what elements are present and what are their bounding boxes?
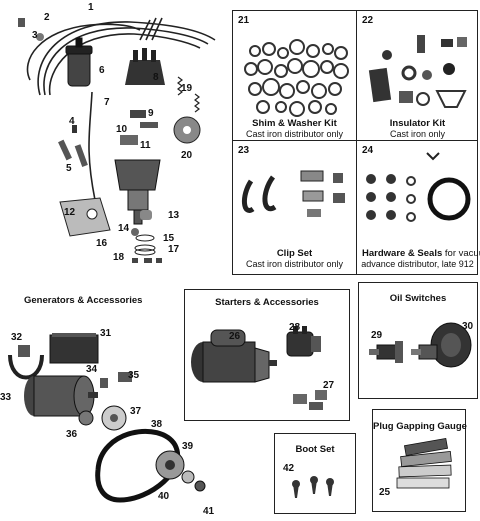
callout-27: 27 [323,380,335,391]
callout-8: 8 [153,72,159,83]
callout-25: 25 [379,487,391,498]
callout-2: 2 [44,12,50,23]
panel-insulator-kit: 22 Insulator Kit Cast iron only [357,11,478,140]
callout-17: 17 [168,244,180,255]
callout-28: 28 [289,322,301,333]
callout-18: 18 [113,252,125,263]
distributor-body [114,159,161,225]
distributor-exploded-diagram [18,17,216,263]
callout-20: 20 [181,150,193,161]
callout-29: 29 [371,330,383,341]
oil-switches-illustration [369,322,472,368]
callout-15: 15 [163,233,175,244]
panel-subtitle: advance distributor, late 912 [361,259,474,269]
panel-title: Insulator Kit [389,118,446,129]
panel-number: 24 [362,145,374,156]
callout-7: 7 [104,97,110,108]
callout-39: 39 [182,441,194,452]
callout-9: 9 [148,108,154,119]
hardware-illustration [366,152,471,222]
callout-3: 3 [32,30,38,41]
oil-switches-panel: Oil Switches 29 30 [358,282,478,399]
panel-number: 22 [362,15,374,26]
generators-section-title: Generators & Accessories [24,295,143,306]
clips-illustration [242,170,345,217]
generator-body [24,375,98,417]
callout-31: 31 [100,328,112,339]
callout-10: 10 [116,124,128,135]
mounting-plate [59,197,111,237]
panel-shim-washer-kit: 21 Shim & Washer Kit Cast iron distribut… [233,11,356,140]
insulators-illustration [368,35,467,108]
callout-6: 6 [99,65,105,76]
callout-26: 26 [229,331,241,342]
panel-subtitle: Cast iron distributor only [245,259,344,269]
callout-37: 37 [130,406,142,417]
panel-clip-set: 23 Clip Set Cast iron distributor only [233,141,356,275]
oil-switches-section-title: Oil Switches [389,293,447,304]
panel-title: Shim & Washer Kit [252,118,337,129]
ignition-coil [65,37,93,87]
callout-13: 13 [168,210,180,221]
callout-41: 41 [203,506,215,517]
callout-35: 35 [128,370,140,381]
callout-12: 12 [64,207,76,218]
callout-33: 33 [0,392,12,403]
plug-gauge-section-title: Plug Gapping Gauge [373,421,467,432]
oil-switch-large [411,322,472,368]
callout-36: 36 [66,429,78,440]
panel-subtitle: Cast iron distributor only [245,129,344,139]
callout-42: 42 [283,463,295,474]
panel-title-line: Hardware & Seals for vacuum [362,248,480,259]
starters-section-title: Starters & Accessories [215,297,319,308]
distributor-cap [125,48,165,85]
boot-set-section-title: Boot Set [295,444,335,455]
washers-illustration [244,39,349,117]
callout-14: 14 [118,223,130,234]
starter-illustration [191,326,327,410]
callout-40: 40 [158,491,170,502]
callout-16: 16 [96,238,108,249]
generators-diagram [8,333,206,503]
panel-number: 23 [238,145,250,156]
boot-set-illustration [292,476,334,498]
starters-panel: Starters & Accessories 26 28 27 [184,289,350,421]
callout-34: 34 [86,364,98,375]
starter-motor [191,329,277,383]
plug-gauge-illustration [396,437,452,489]
callout-19: 19 [181,83,193,94]
panel-subtitle: Cast iron only [389,129,446,139]
callout-11: 11 [140,140,151,151]
panel-hardware-seals: 24 Hardware & Seals for vacuum advance d… [357,141,480,275]
callout-32: 32 [11,332,23,343]
callout-1: 1 [88,2,94,13]
grid-divider-horizontal [232,140,478,141]
grid-divider-vertical [356,10,357,275]
callout-30: 30 [462,321,474,332]
panel-subtitle-inline: for vacuum [444,248,480,259]
boot-set-panel: Boot Set 42 [274,433,356,514]
callout-38: 38 [151,419,163,430]
callout-4: 4 [69,116,75,127]
panel-title: Hardware & Seals [362,248,443,259]
breaker-plate [173,116,201,144]
panel-number: 21 [238,15,250,26]
starter-brushes [293,390,327,410]
solenoid [286,326,321,357]
panel-title: Clip Set [276,248,313,259]
plug-gauge-panel: Plug Gapping Gauge 25 [372,409,467,512]
oil-switch-small [369,341,403,363]
callout-5: 5 [66,163,72,174]
